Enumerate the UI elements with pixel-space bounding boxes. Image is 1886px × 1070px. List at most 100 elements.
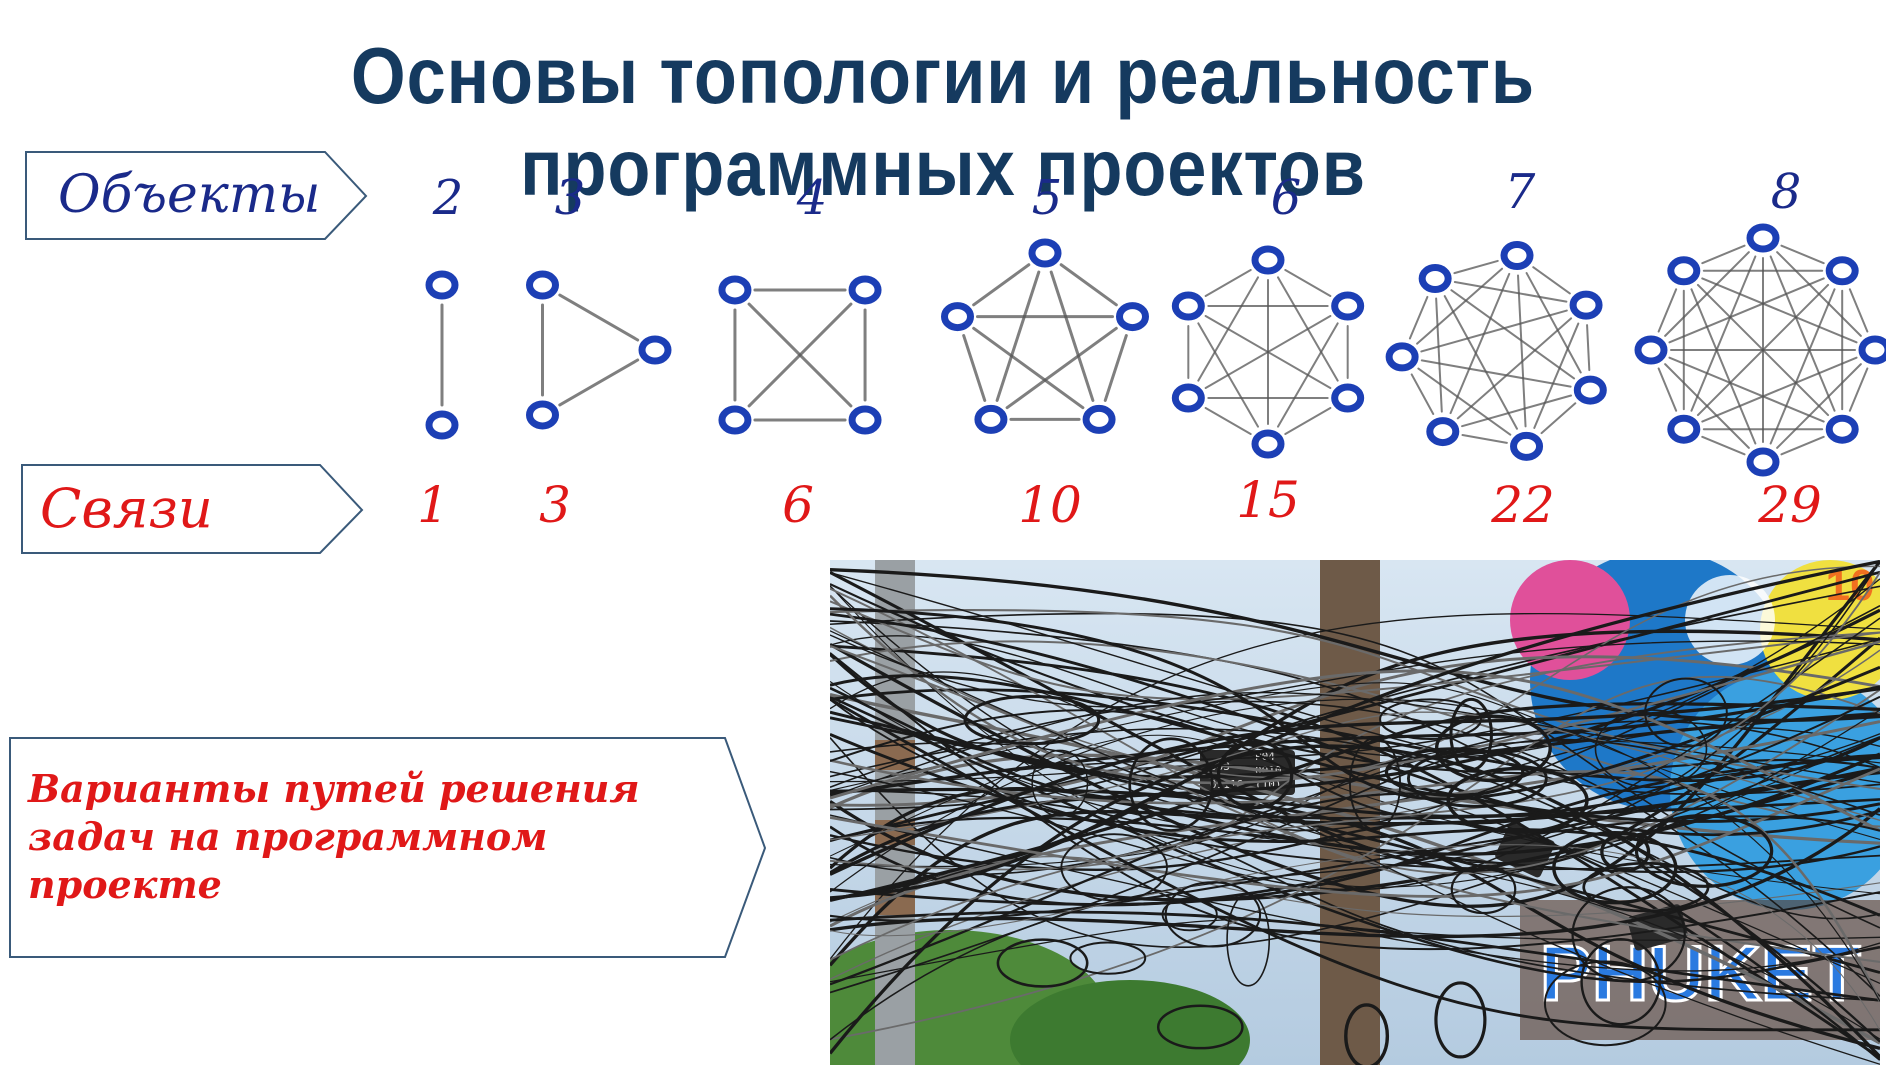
objects-arrow-box	[25, 151, 368, 240]
graph-edge	[1443, 295, 1518, 430]
graph-edge	[1664, 363, 1750, 449]
graph-node	[1331, 291, 1365, 321]
wire-coil	[1594, 709, 1708, 789]
wire	[830, 727, 1880, 920]
wire	[830, 669, 1880, 832]
graph-drawings	[425, 223, 1886, 477]
graph-4-nodes	[718, 275, 882, 435]
graph-node	[1858, 335, 1886, 365]
wire-coil	[1226, 892, 1271, 987]
graph-node	[1115, 302, 1149, 332]
graph-node	[1251, 429, 1285, 459]
graph-node	[1171, 383, 1205, 413]
graph-node	[1500, 240, 1534, 270]
graph-node	[1667, 414, 1701, 444]
wire	[830, 753, 1880, 845]
graph-node	[848, 275, 882, 305]
wire	[830, 568, 1880, 723]
graph-5-nodes	[941, 238, 1149, 434]
graph-edge	[1461, 394, 1573, 428]
wire	[830, 688, 1880, 783]
variants-line: проекте	[28, 862, 222, 907]
wire	[830, 815, 1880, 922]
graph-edge	[1848, 288, 1869, 333]
wire-coil	[963, 694, 1101, 746]
object-count: 4	[796, 170, 828, 226]
graph-node	[1251, 245, 1285, 275]
wire	[830, 644, 1880, 964]
wire-coil	[1434, 981, 1487, 1059]
graph-edge	[1780, 435, 1825, 456]
graph-2-nodes	[425, 270, 459, 440]
graph-node	[718, 405, 752, 435]
graph-edge	[1668, 356, 1825, 423]
graph-node	[1082, 404, 1116, 434]
wire-tangle	[830, 560, 1880, 1065]
graph-edge	[1059, 263, 1118, 307]
wire	[830, 571, 1880, 781]
link-count: 15	[1236, 471, 1300, 529]
variants-arrow-box	[9, 737, 767, 958]
graph-edge	[1456, 317, 1573, 420]
wire	[830, 695, 1880, 825]
graph-node	[425, 410, 459, 440]
graph-node	[526, 270, 559, 300]
graph-edge	[1701, 277, 1858, 344]
graph-node	[718, 275, 752, 305]
graph-edge	[1668, 277, 1825, 344]
wire	[830, 560, 1880, 900]
wire	[830, 671, 1880, 1065]
wire	[830, 807, 1880, 939]
graph-edge	[1701, 356, 1858, 423]
graph-node	[526, 400, 559, 430]
graph-edge	[1461, 434, 1508, 444]
graph-edge	[1690, 288, 1757, 445]
graph-edge	[1204, 315, 1332, 389]
wire	[830, 787, 1880, 1050]
link-count: 6	[782, 476, 814, 534]
wire	[830, 675, 1880, 1041]
wire-coil	[1031, 749, 1089, 817]
wire	[830, 565, 1880, 779]
graph-edge	[1420, 309, 1568, 353]
graph-node	[1426, 417, 1460, 447]
graph-edge	[1410, 373, 1435, 416]
graph-node	[1573, 375, 1607, 405]
wire-coil	[1543, 960, 1667, 1047]
graph-node	[1331, 383, 1365, 413]
wire	[830, 612, 1880, 837]
graph-node	[1746, 447, 1780, 477]
graph-node	[1510, 431, 1544, 461]
graph-edge	[558, 358, 640, 407]
graph-edge	[1586, 324, 1591, 372]
graph-edge	[1701, 244, 1746, 265]
sign-shape	[1510, 560, 1630, 680]
graph-edge	[1532, 266, 1571, 295]
graph-3-nodes	[526, 270, 672, 430]
object-count: 7	[1505, 164, 1536, 220]
wire	[830, 686, 1880, 876]
graph-node	[1171, 291, 1205, 321]
wire	[830, 711, 1880, 841]
graph-6-nodes	[1171, 245, 1365, 459]
link-counts: 1 3 6 10 15 22 29	[417, 471, 1822, 534]
link-count: 22	[1490, 476, 1555, 534]
objects-label: Объекты	[58, 165, 321, 225]
graph-7-nodes	[1385, 240, 1607, 461]
graph-edge	[558, 293, 640, 342]
graph-edge	[1848, 367, 1869, 412]
graph-node	[638, 335, 672, 365]
link-count: 3	[539, 476, 571, 534]
wire	[830, 698, 1880, 1002]
links-arrow-box	[21, 464, 364, 554]
graph-edge	[1690, 255, 1757, 412]
object-count: 6	[1271, 170, 1302, 226]
wire-coil	[1216, 740, 1294, 810]
object-count: 3	[555, 170, 586, 226]
wire-coil	[1644, 677, 1728, 748]
graph-edge	[1416, 267, 1504, 345]
graph-edge	[1449, 272, 1511, 415]
variants-line: Варианты путей решения	[28, 766, 640, 811]
graph-node	[1746, 223, 1780, 253]
